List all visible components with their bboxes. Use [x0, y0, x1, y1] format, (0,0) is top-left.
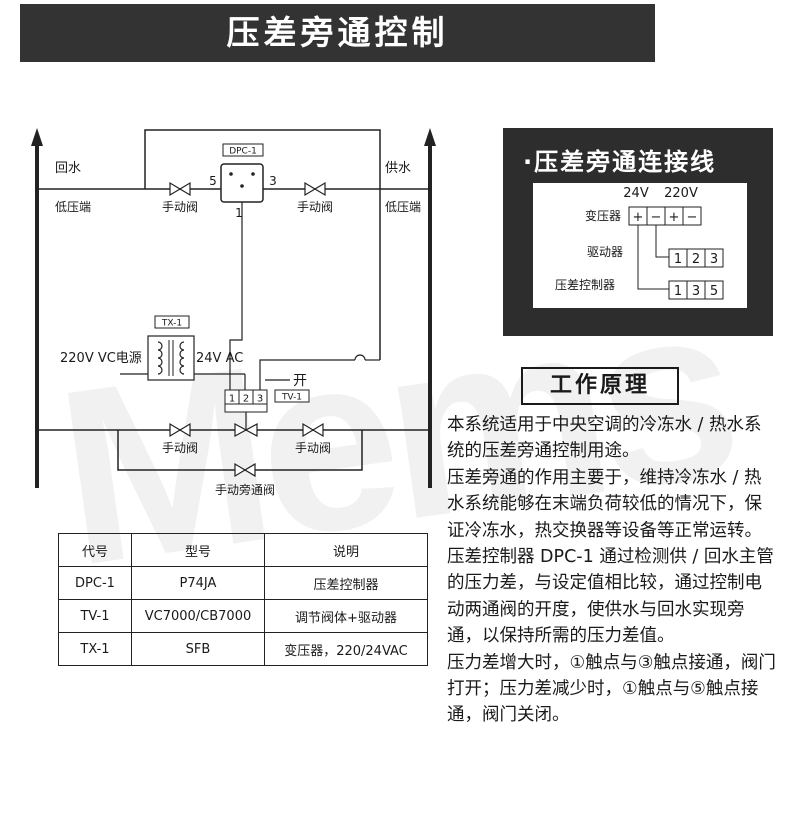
wiring-title: ·压差旁通连接线 — [523, 148, 717, 176]
motorized-valve-actuator: 1 2 3 TV-1 — [224, 389, 310, 430]
tv-label: TV-1 — [281, 393, 302, 403]
port-5: 5 — [209, 174, 217, 188]
cell-code: DPC-1 — [58, 566, 132, 600]
table-row: TV-1 VC7000/CB7000 调节阀体+驱动器 — [58, 599, 428, 633]
v24-label: 24V — [623, 186, 649, 201]
manual-valve-right — [304, 181, 326, 197]
port-1: 1 — [235, 206, 243, 220]
principle-paragraph: 压差旁通的作用主要于，维持冷冻水 / 热水系统能够在末端负荷较低的情况下，保证冷… — [447, 467, 762, 541]
controller-term-5: 5 — [710, 284, 718, 299]
controller-term-1: 1 — [674, 284, 682, 299]
cell-description: 调节阀体+驱动器 — [264, 599, 428, 633]
component-table: 代号 型号 说明 DPC-1 P74JA 压差控制器 TV-1 VC7000/C… — [58, 533, 428, 666]
cell-model: VC7000/CB7000 — [131, 599, 265, 633]
cell-description: 变压器，220/24VAC — [264, 632, 428, 666]
cell-code: TX-1 — [58, 632, 132, 666]
transformer: TX-1 — [147, 315, 195, 381]
cell-code: TV-1 — [58, 599, 132, 633]
manual-valve-label-right: 手动阀 — [297, 200, 333, 214]
ac-label: 24V AC — [196, 351, 243, 366]
manual-valve-bottom-right — [302, 422, 324, 438]
bypass-manual-valve — [234, 462, 256, 478]
port-3: 3 — [269, 174, 277, 188]
tv-terminal-2: 2 — [243, 394, 249, 405]
tv-terminal-1: 1 — [229, 394, 235, 405]
principle-paragraph: 本系统适用于中央空调的冷冻水 / 热水系统的压差旁通控制用途。 — [447, 415, 762, 462]
low-pressure-right-label: 低压端 — [385, 200, 421, 214]
tx-plus-220: + — [669, 210, 680, 225]
bypass-valve-label: 手动旁通阀 — [215, 482, 275, 497]
return-water-label: 回水 — [55, 161, 81, 176]
manual-valve-bottom-right-label: 手动阀 — [295, 441, 331, 455]
cell-model: SFB — [131, 632, 265, 666]
driver-term-3: 3 — [710, 252, 718, 267]
tv-terminal-3: 3 — [257, 394, 263, 405]
header-description: 说明 — [264, 533, 428, 567]
low-pressure-left-label: 低压端 — [55, 200, 91, 214]
tx-minus-220: − — [687, 210, 698, 225]
transformer-label: 变压器 — [585, 208, 621, 223]
principle-paragraph: 压力差增大时，①触点与③触点接通，阀门打开；压力差减少时，①触点与⑤触点接通，阀… — [447, 652, 776, 726]
page-title: 压差旁通控制 — [20, 4, 655, 62]
manual-valve-bottom-left-label: 手动阀 — [162, 441, 198, 455]
manual-valve-left — [169, 181, 191, 197]
tx-plus-24: + — [633, 210, 644, 225]
principle-text: 本系统适用于中央空调的冷冻水 / 热水系统的压差旁通控制用途。 压差旁通的作用主… — [447, 412, 777, 729]
principle-heading: 工作原理 — [521, 367, 679, 405]
table-header-row: 代号 型号 说明 — [58, 533, 428, 567]
v220-label: 220V — [664, 186, 698, 201]
header-code: 代号 — [58, 533, 132, 567]
manual-valve-bottom-left — [169, 422, 191, 438]
bypass-control-diagram: DPC-1 5 3 1 手动阀 手动阀 回水 供水 低压端 低压端 TX-1 2… — [31, 128, 436, 497]
principle-paragraph: 压差控制器 DPC-1 通过检测供 / 回水主管的压力差，与设定值相比较，通过控… — [447, 547, 774, 647]
wiring-panel: ·压差旁通连接线 24V 220V 变压器 + − + − 驱动器 1 2 3 … — [503, 128, 773, 336]
tx-minus-24: − — [651, 210, 662, 225]
motorized-valve — [234, 422, 258, 438]
cell-model: P74JA — [131, 566, 265, 600]
open-label: 开 — [293, 373, 307, 389]
dpc-controller: DPC-1 5 3 1 — [209, 143, 277, 220]
driver-label: 驱动器 — [587, 245, 623, 259]
supply-pipe — [424, 128, 436, 488]
wiring-diagram: 24V 220V 变压器 + − + − 驱动器 1 2 3 压差控制器 1 3… — [533, 183, 747, 308]
cell-description: 压差控制器 — [264, 566, 428, 600]
header-model: 型号 — [131, 533, 265, 567]
dpc-label: DPC-1 — [229, 147, 257, 157]
tx-label: TX-1 — [161, 319, 182, 329]
supply-water-label: 供水 — [385, 161, 411, 176]
controller-label: 压差控制器 — [555, 278, 615, 292]
table-row: DPC-1 P74JA 压差控制器 — [58, 566, 428, 600]
manual-valve-label-left: 手动阀 — [162, 200, 198, 214]
driver-term-2: 2 — [692, 252, 700, 267]
controller-term-3: 3 — [692, 284, 700, 299]
driver-term-1: 1 — [674, 252, 682, 267]
return-pipe — [31, 128, 43, 488]
power-label: 220V VC电源 — [60, 351, 142, 366]
table-row: TX-1 SFB 变压器，220/24VAC — [58, 632, 428, 666]
